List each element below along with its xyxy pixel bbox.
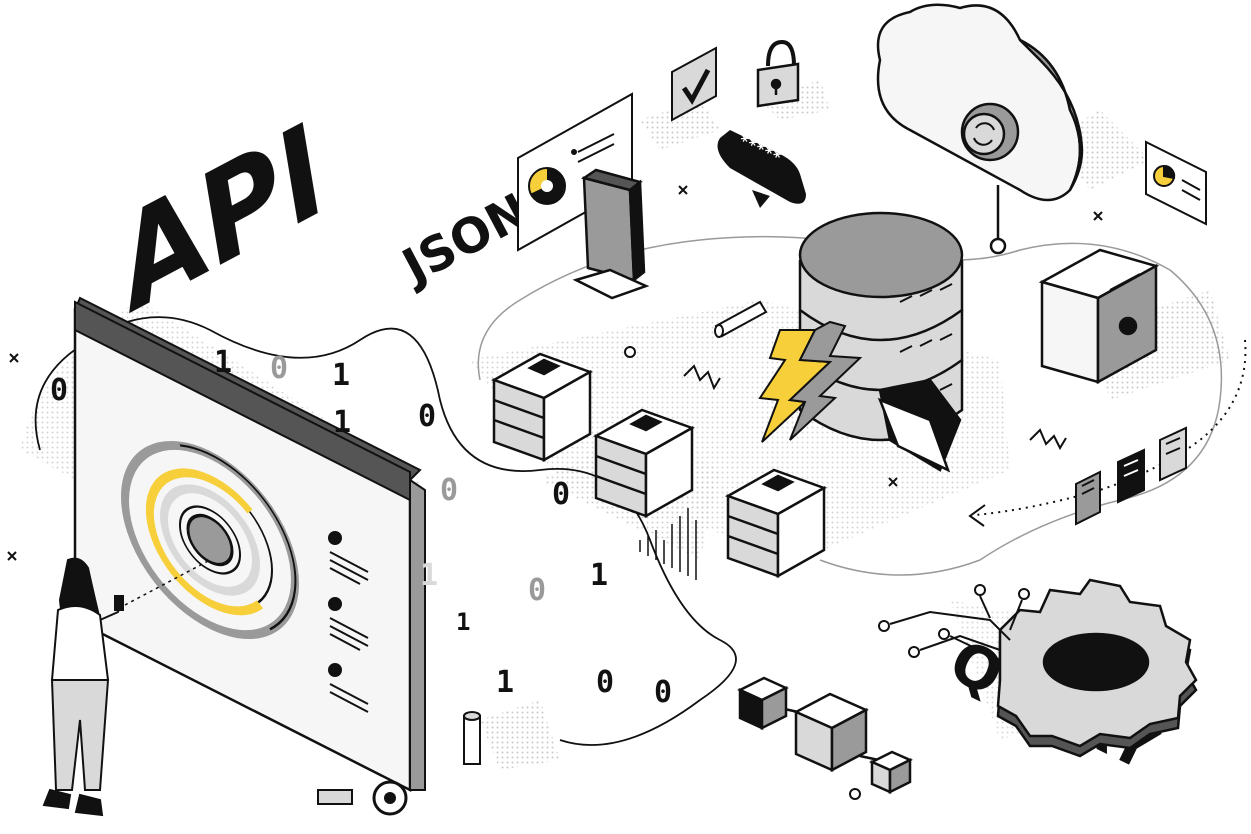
arrow-head (968, 504, 986, 527)
binary-digit: 1 (590, 558, 608, 593)
small-cylinders (463, 300, 861, 800)
dashboard-board (73, 296, 426, 816)
cloud-sync-icon (876, 3, 1084, 255)
password-bubble: ***** (717, 130, 806, 208)
lightning-icon (758, 320, 863, 443)
cube-network-icon (737, 676, 913, 795)
binary-digit: 1 (496, 665, 514, 700)
binary-digit: 1 (333, 405, 351, 440)
pointer-ray (124, 559, 211, 606)
pie-card-small-icon (1145, 140, 1207, 226)
binary-digit: 1 (456, 608, 470, 636)
binary-digit: 0 (596, 665, 614, 700)
binary-digit: 0 (552, 477, 570, 512)
person-with-phone (42, 557, 124, 817)
binary-digit: 0 (50, 373, 68, 408)
ring-chart (121, 440, 299, 640)
binary-digit: 1 (214, 345, 232, 380)
padlock-icon (756, 39, 800, 108)
pie-chart-card-icon (517, 92, 633, 252)
binary-digit: 0 (418, 399, 436, 434)
binary-digit: 1 (332, 358, 350, 393)
binary-digit: 0 (528, 573, 546, 608)
database-icon (798, 211, 964, 442)
folder-icon (877, 378, 962, 473)
bar-spikes (639, 508, 697, 580)
flow-line (34, 316, 737, 746)
server-cabinet-icon (1038, 248, 1160, 651)
dotted-arrow-line (974, 339, 1247, 516)
tile-row (1075, 426, 1187, 526)
board-list (328, 531, 369, 713)
binary-digit: 0 (654, 675, 672, 710)
api-label: API (91, 99, 345, 341)
binary-digit: 1 (420, 558, 438, 593)
binary-digits: 1 0 1 0 1 0 0 0 1 0 1 1 0 0 1 (50, 345, 672, 710)
zigzag-marks (683, 364, 1067, 451)
gear-icon (996, 578, 1198, 758)
json-label: JSON (391, 183, 538, 296)
cross-marks (7, 185, 1103, 561)
binary-digit: 0 (440, 473, 458, 508)
circuit-traces (878, 584, 1030, 661)
monitor-icon (572, 168, 650, 300)
drawer-box-icon (491, 352, 827, 579)
checkbox-icon (671, 46, 717, 122)
binary-digit: 0 (270, 351, 288, 386)
